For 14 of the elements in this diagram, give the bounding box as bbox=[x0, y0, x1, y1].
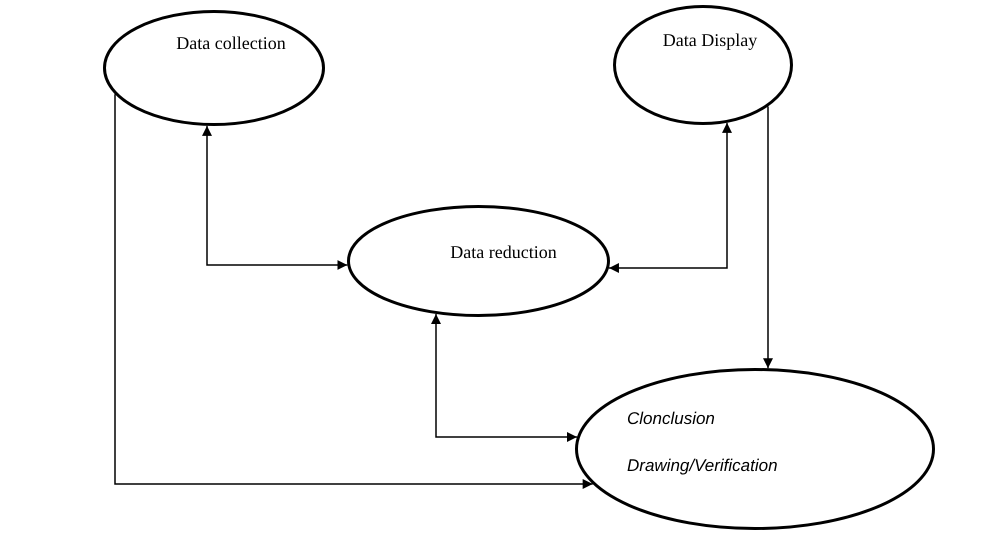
arrow bbox=[202, 126, 348, 270]
node-label: Data reduction bbox=[450, 241, 557, 264]
arrow bbox=[608, 122, 732, 273]
ellipse-node bbox=[103, 10, 325, 126]
ellipse-node bbox=[613, 5, 793, 125]
arrow bbox=[114, 94, 593, 489]
ellipse-node bbox=[575, 368, 935, 530]
node-label: Clonclusion bbox=[627, 408, 715, 430]
ellipse-node bbox=[347, 205, 610, 317]
node-label: Data Display bbox=[662, 29, 758, 52]
node-label: Drawing/Verification bbox=[627, 455, 778, 476]
arrow bbox=[763, 106, 773, 368]
arrow bbox=[431, 314, 577, 442]
node-label: Data collection bbox=[176, 32, 286, 54]
